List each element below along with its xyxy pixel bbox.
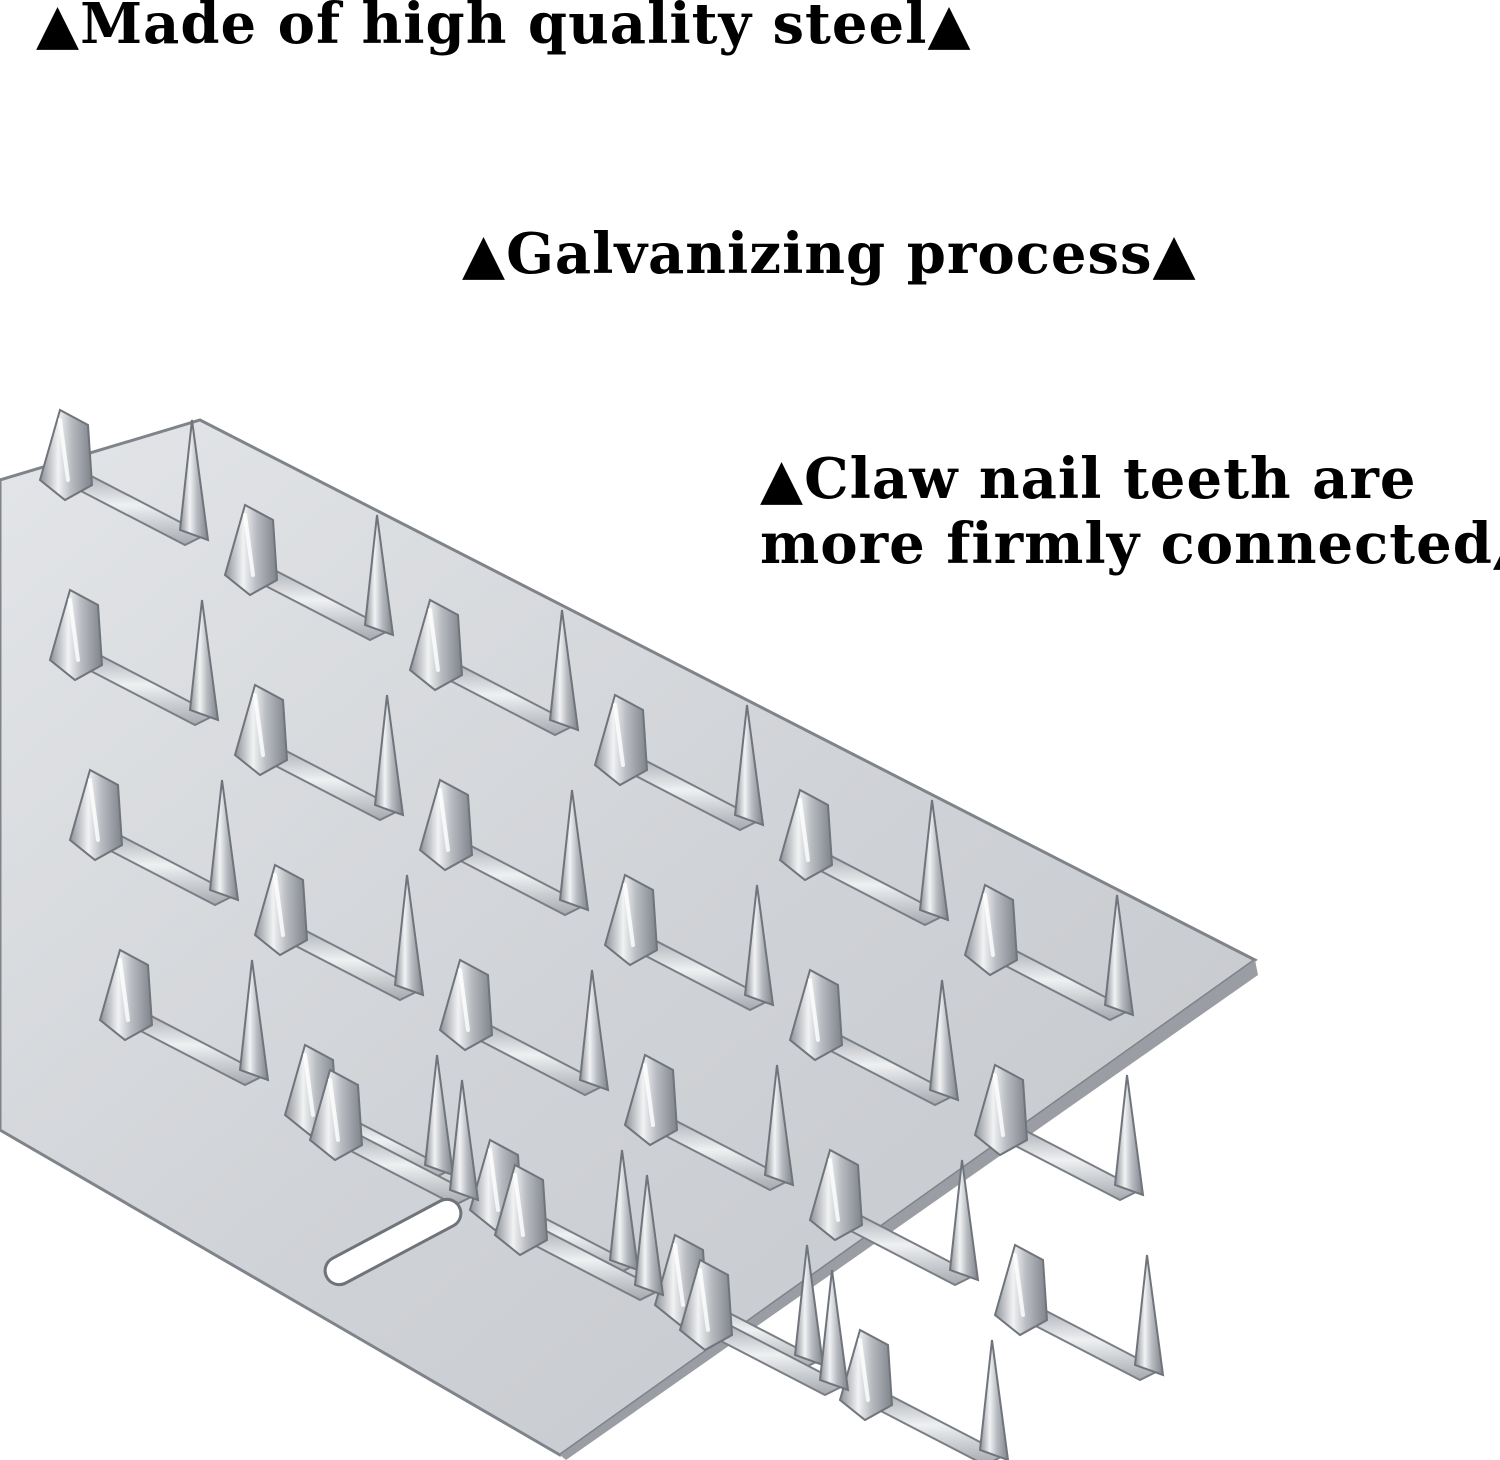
tooth-highlight [623,883,635,947]
claw-tooth [918,799,950,922]
tooth-highlight [858,1338,870,1402]
tooth-highlight [643,1063,655,1127]
tooth-highlight [983,893,995,957]
claw-tooth [363,514,395,637]
claw-tooth [743,884,775,1007]
claw-tooth [948,1159,980,1282]
claw-tooth [548,609,580,732]
claw-tooth [1103,894,1135,1017]
claw-tooth [188,599,220,722]
claw-tooth [558,789,590,912]
tooth-highlight [513,1173,525,1237]
claw-tooth [373,694,405,817]
nail-plate-photo [0,408,1258,1460]
tooth-highlight [88,778,100,842]
claw-tooth [1113,1074,1145,1197]
claw-tooth [423,1054,455,1177]
tooth-highlight [428,608,440,672]
tooth-highlight [303,1053,315,1117]
claw-tooth [763,1064,795,1187]
tooth-highlight [1013,1253,1025,1317]
claw-tooth [928,979,960,1102]
claw-tooth [733,704,765,827]
claw-tooth [208,779,240,902]
claw-tooth [978,1339,1010,1460]
tooth-highlight [458,968,470,1032]
tooth-highlight [58,418,70,482]
tooth-highlight [798,798,810,862]
feature-steel-text: ▲Made of high quality steel▲ [36,0,972,57]
tooth-highlight [273,873,285,937]
tooth-highlight [243,513,255,577]
tooth-highlight [488,1148,500,1212]
tooth-highlight [993,1073,1005,1137]
tooth-highlight [68,598,80,662]
claw-tooth [633,1174,665,1297]
plate-hole [323,1197,463,1287]
tooth-highlight [328,1078,340,1142]
claw-tooth [238,959,270,1082]
tooth-highlight [438,788,450,852]
feature-claw-teeth-text: ▲Claw nail teeth are more firmly connect… [760,447,1500,577]
tooth-highlight [118,958,130,1022]
claw-tooth [393,874,425,997]
tooth-highlight [808,978,820,1042]
feature-claw-teeth-line-2: more firmly connected▲ [760,510,1500,577]
claw-tooth [608,1149,640,1272]
claw-tooth [178,419,210,542]
tooth-highlight [673,1243,685,1307]
tooth-highlight [828,1158,840,1222]
claw-tooth [1133,1254,1165,1377]
claw-tooth [818,1269,850,1392]
feature-claw-teeth-line-1: ▲Claw nail teeth are [760,446,1417,512]
claw-teeth [38,408,1165,1460]
claw-tooth [448,1079,480,1202]
claw-tooth [578,969,610,1092]
tooth-highlight [253,693,265,757]
feature-galvanizing-text: ▲Galvanizing process▲ [462,221,1197,287]
tooth-highlight [698,1268,710,1332]
tooth-highlight [613,703,625,767]
claw-tooth [793,1244,825,1367]
